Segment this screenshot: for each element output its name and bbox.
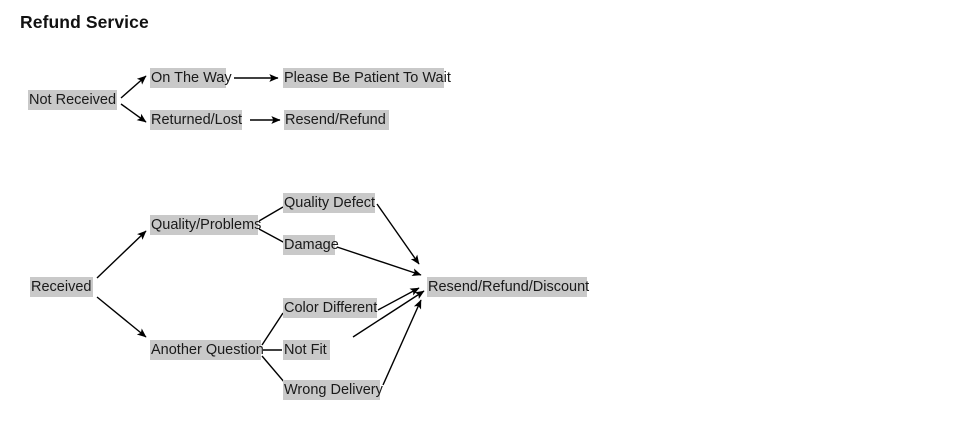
node-another_question[interactable]: Another Question bbox=[150, 340, 264, 360]
node-on_the_way[interactable]: On The Way bbox=[150, 68, 232, 88]
page-title: Refund Service bbox=[20, 12, 149, 32]
node-quality_problems[interactable]: Quality/Problems bbox=[150, 215, 262, 235]
edge-another_question-to-color_different bbox=[261, 312, 284, 346]
edge-color_different-to-resend_refund_discount bbox=[377, 287, 420, 311]
edge-quality_problems-to-damage bbox=[258, 228, 286, 244]
node-returned_lost[interactable]: Returned/Lost bbox=[150, 110, 243, 130]
edge-not_received-to-on_the_way bbox=[120, 75, 147, 99]
node-quality_defect[interactable]: Quality Defect bbox=[283, 193, 376, 213]
edge-not_received-to-returned_lost bbox=[120, 103, 147, 123]
edge-quality_problems-to-quality_defect bbox=[258, 206, 284, 222]
node-resend_refund[interactable]: Resend/Refund bbox=[284, 110, 389, 130]
edge-quality_defect-to-resend_refund_discount bbox=[376, 203, 420, 265]
edge-wrong_delivery-to-resend_refund_discount bbox=[382, 299, 422, 386]
edge-received-to-another_question bbox=[96, 296, 147, 338]
edge-received-to-quality_problems bbox=[96, 230, 147, 279]
node-damage[interactable]: Damage bbox=[283, 235, 339, 255]
node-please_wait[interactable]: Please Be Patient To Wait bbox=[283, 68, 451, 88]
node-not_received[interactable]: Not Received bbox=[28, 90, 117, 110]
edge-damage-to-resend_refund_discount bbox=[336, 246, 422, 276]
node-received[interactable]: Received bbox=[30, 277, 93, 297]
node-wrong_delivery[interactable]: Wrong Delivery bbox=[283, 380, 383, 400]
edge-another_question-to-wrong_delivery bbox=[261, 355, 286, 384]
node-not_fit[interactable]: Not Fit bbox=[283, 340, 330, 360]
node-color_different[interactable]: Color Different bbox=[283, 298, 378, 318]
node-resend_refund_discount[interactable]: Resend/Refund/Discount bbox=[427, 277, 590, 297]
